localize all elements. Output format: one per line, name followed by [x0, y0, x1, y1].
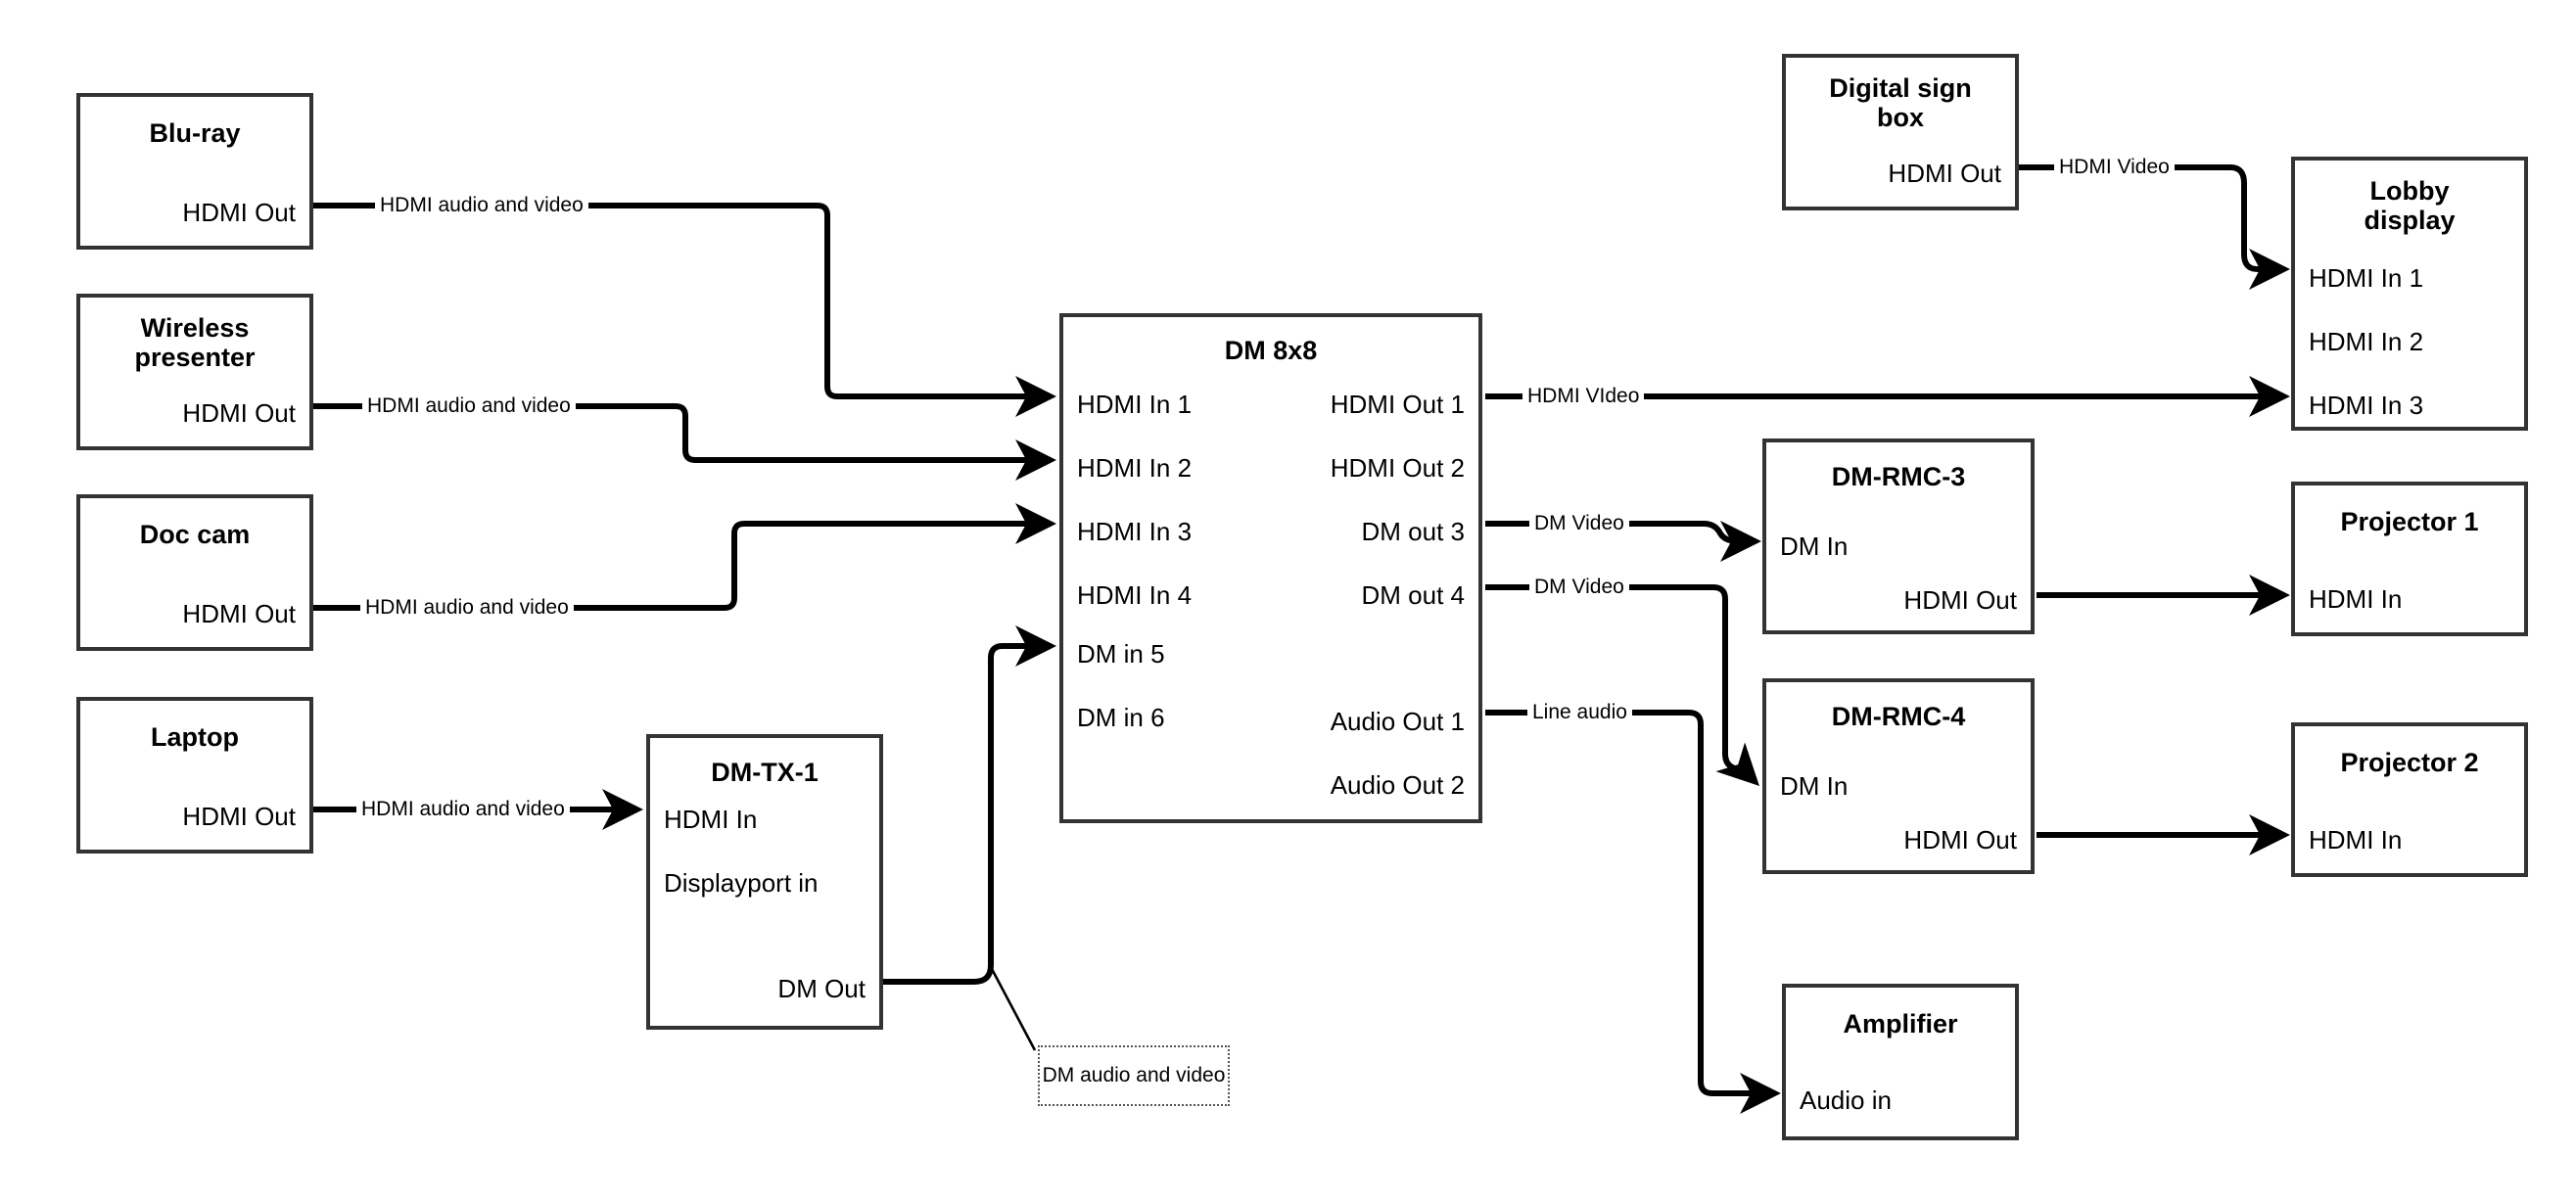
node-dm-8x8-port-hdmi-in-1[interactable]: HDMI In 1: [1077, 390, 1193, 419]
node-dm-rmc-3-title: DM-RMC-3: [1831, 462, 1966, 491]
node-lobby-display-port-hdmi-in-1[interactable]: HDMI In 1: [2309, 263, 2424, 293]
wire-digitalsign-to-lobby: [2019, 164, 2290, 290]
wire-dm8x8-out4-to-rmc4: [1485, 584, 1759, 786]
node-laptop-title: Laptop: [151, 722, 239, 752]
node-dm-tx-1-port-hdmi-in[interactable]: HDMI In: [664, 805, 758, 834]
node-amplifier-port-audio-in[interactable]: Audio in: [1800, 1086, 1892, 1115]
node-dm-8x8-port-dm-out-4[interactable]: DM out 4: [1361, 580, 1466, 610]
node-projector-2[interactable]: Projector 2 HDMI In: [2291, 722, 2528, 877]
node-wireless-presenter[interactable]: Wireless presenter HDMI Out: [76, 294, 313, 450]
node-dm-rmc-3-port-hdmi-out[interactable]: HDMI Out: [1903, 585, 2017, 615]
node-digital-sign-box-port-hdmi-out[interactable]: HDMI Out: [1888, 159, 2001, 188]
node-digital-sign-box[interactable]: Digital sign box HDMI Out: [1782, 54, 2019, 210]
wire-dmtx1-to-dm8x8: [883, 625, 1056, 985]
node-dm-8x8-title: DM 8x8: [1224, 336, 1318, 365]
node-dm-8x8-port-dm-out-3[interactable]: DM out 3: [1361, 517, 1466, 546]
node-lobby-display-port-hdmi-in-2[interactable]: HDMI In 2: [2309, 327, 2424, 356]
node-dm-rmc-4-port-dm-in[interactable]: DM In: [1780, 771, 1849, 801]
node-dm-8x8-port-hdmi-in-4[interactable]: HDMI In 4: [1077, 580, 1193, 610]
node-dm-8x8-port-hdmi-in-3[interactable]: HDMI In 3: [1077, 517, 1193, 546]
node-dm-rmc-4-title: DM-RMC-4: [1831, 702, 1966, 731]
node-dm-rmc-4-port-hdmi-out[interactable]: HDMI Out: [1903, 825, 2017, 855]
node-dm-8x8[interactable]: DM 8x8 HDMI In 1 HDMI In 2 HDMI In 3 HDM…: [1059, 313, 1482, 823]
node-laptop[interactable]: Laptop HDMI Out: [76, 697, 313, 854]
wire-label-wireless-to-dm8x8: HDMI audio and video: [362, 395, 576, 416]
wire-label-bluray-to-dm8x8: HDMI audio and video: [375, 195, 588, 215]
node-dm-tx-1[interactable]: DM-TX-1 HDMI In Displayport in DM Out: [646, 734, 883, 1030]
node-dm-rmc-3-port-dm-in[interactable]: DM In: [1780, 531, 1849, 561]
node-projector-2-title: Projector 2: [2340, 748, 2479, 777]
node-dm-rmc-3[interactable]: DM-RMC-3 DM In HDMI Out: [1762, 439, 2035, 634]
node-projector-2-port-hdmi-in[interactable]: HDMI In: [2309, 825, 2403, 855]
node-bluray-title: Blu-ray: [149, 118, 241, 148]
node-digital-sign-box-title: Digital sign box: [1829, 73, 1972, 133]
node-dm-rmc-4[interactable]: DM-RMC-4 DM In HDMI Out: [1762, 678, 2035, 874]
wire-label-dm8x8-out4-to-rmc4: DM Video: [1529, 577, 1629, 597]
node-projector-1-title: Projector 1: [2340, 507, 2479, 536]
callout-leader-line: [989, 966, 1037, 1051]
node-dm-8x8-port-audio-out-2[interactable]: Audio Out 2: [1330, 770, 1465, 800]
wire-label-laptop-to-dmtx1: HDMI audio and video: [356, 799, 570, 819]
wire-label-dm8x8-audio-to-amplifier: Line audio: [1527, 702, 1632, 722]
node-lobby-display[interactable]: Lobby display HDMI In 1 HDMI In 2 HDMI I…: [2291, 157, 2528, 431]
wire-label-digitalsign-to-lobby: HDMI Video: [2054, 157, 2175, 177]
node-doc-cam-port-hdmi-out[interactable]: HDMI Out: [182, 599, 296, 628]
wire-bluray-to-dm8x8: [313, 203, 1056, 417]
node-lobby-display-port-hdmi-in-3[interactable]: HDMI In 3: [2309, 391, 2424, 420]
node-dm-8x8-port-hdmi-out-1[interactable]: HDMI Out 1: [1330, 390, 1465, 419]
node-bluray[interactable]: Blu-ray HDMI Out: [76, 93, 313, 250]
node-projector-1[interactable]: Projector 1 HDMI In: [2291, 482, 2528, 636]
callout-dm-audio-and-video: DM audio and video: [1038, 1045, 1230, 1106]
node-dm-8x8-port-dm-in-6[interactable]: DM in 6: [1077, 703, 1165, 732]
node-laptop-port-hdmi-out[interactable]: HDMI Out: [182, 802, 296, 831]
node-dm-8x8-port-audio-out-1[interactable]: Audio Out 1: [1330, 707, 1465, 736]
node-dm-tx-1-title: DM-TX-1: [711, 758, 819, 787]
node-bluray-port-hdmi-out[interactable]: HDMI Out: [182, 198, 296, 227]
node-wireless-presenter-port-hdmi-out[interactable]: HDMI Out: [182, 398, 296, 428]
node-projector-1-port-hdmi-in[interactable]: HDMI In: [2309, 584, 2403, 614]
wire-label-doccam-to-dm8x8: HDMI audio and video: [360, 597, 574, 618]
node-amplifier[interactable]: Amplifier Audio in: [1782, 984, 2019, 1140]
node-wireless-presenter-title: Wireless presenter: [134, 313, 256, 373]
node-dm-tx-1-port-dm-out[interactable]: DM Out: [777, 974, 866, 1003]
node-lobby-display-title: Lobby display: [2364, 176, 2456, 236]
node-dm-tx-1-port-displayport-in[interactable]: Displayport in: [664, 868, 819, 898]
node-dm-8x8-port-hdmi-out-2[interactable]: HDMI Out 2: [1330, 453, 1465, 483]
node-amplifier-title: Amplifier: [1843, 1009, 1958, 1039]
wire-dm8x8-audio-to-amplifier: [1485, 710, 1781, 1114]
node-dm-8x8-port-dm-in-5[interactable]: DM in 5: [1077, 639, 1165, 669]
node-doc-cam-title: Doc cam: [139, 520, 251, 549]
wire-label-dm8x8-out1-to-lobby: HDMI VIdeo: [1522, 386, 1645, 406]
node-doc-cam[interactable]: Doc cam HDMI Out: [76, 494, 313, 651]
node-dm-8x8-port-hdmi-in-2[interactable]: HDMI In 2: [1077, 453, 1193, 483]
wire-label-dm8x8-out3-to-rmc3: DM Video: [1529, 513, 1629, 533]
